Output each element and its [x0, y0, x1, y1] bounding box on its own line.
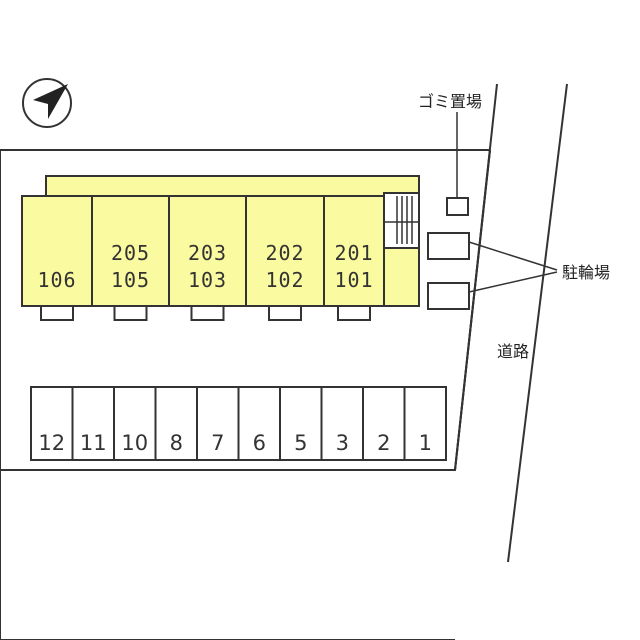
unit-lower-number: 101 [334, 268, 373, 292]
bicycle-parking-box-2 [427, 282, 470, 310]
unit-entrance [268, 305, 302, 321]
parking-space: 6 [237, 386, 281, 461]
stairs [383, 192, 420, 249]
parking-space: 7 [196, 386, 240, 461]
parking-space: 8 [154, 386, 198, 461]
parking-space: 5 [279, 386, 323, 461]
parking-space: 11 [71, 386, 115, 461]
unit-lower-number: 106 [37, 268, 76, 292]
parking-space-number: 6 [253, 431, 266, 455]
garbage-area-label: ゴミ置場 [418, 92, 482, 111]
unit-upper-number: 205 [111, 241, 150, 265]
parking-space: 1 [403, 386, 447, 461]
parking-space: 10 [113, 386, 157, 461]
unit-1: 106 [21, 195, 93, 321]
bicycle-parking-box-1 [427, 232, 470, 260]
bicycle-parking-label: 駐輪場 [562, 263, 610, 282]
garbage-area-box [446, 197, 469, 216]
parking-space-number: 11 [80, 431, 107, 455]
parking-space-box [30, 386, 74, 461]
unit-entrance [190, 305, 225, 321]
north-arrow-icon [22, 78, 72, 128]
unit-entrance [337, 305, 371, 321]
bicycle-leader-line-2 [468, 271, 558, 293]
parking-space-number: 3 [336, 431, 349, 455]
parking-space-box [113, 386, 157, 461]
unit-entrance [113, 305, 148, 321]
parking-space-number: 10 [121, 431, 148, 455]
parking-space: 3 [320, 386, 364, 461]
road-label: 道路 [497, 342, 529, 361]
unit-entrance [40, 305, 74, 321]
parking-space-box [71, 386, 115, 461]
parking-layer: 12 11 10 8 7 6 5 3 2 1 [30, 386, 447, 461]
bicycle-leader-line-1 [468, 241, 558, 271]
parking-space-number: 2 [377, 431, 390, 455]
parking-space: 2 [362, 386, 406, 461]
unit-lower-number: 102 [265, 268, 304, 292]
unit-room [245, 195, 325, 307]
parking-space-box [403, 386, 447, 461]
parking-space-box [362, 386, 406, 461]
parking-space-number: 1 [419, 431, 432, 455]
parking-space-number: 8 [170, 431, 183, 455]
unit-lower-number: 103 [188, 268, 227, 292]
parking-space-box [154, 386, 198, 461]
road-edge-right [507, 83, 568, 563]
unit-lower-number: 105 [111, 268, 150, 292]
road-edge-left [454, 83, 498, 471]
parking-space-number: 5 [294, 431, 307, 455]
unit-room [323, 195, 385, 307]
unit-upper-number: 203 [188, 241, 227, 265]
parking-space: 12 [30, 386, 74, 461]
parking-space-number: 12 [38, 431, 65, 455]
unit-upper-number: 202 [265, 241, 304, 265]
unit-upper-number: 201 [334, 241, 373, 265]
parking-space-number: 7 [211, 431, 224, 455]
